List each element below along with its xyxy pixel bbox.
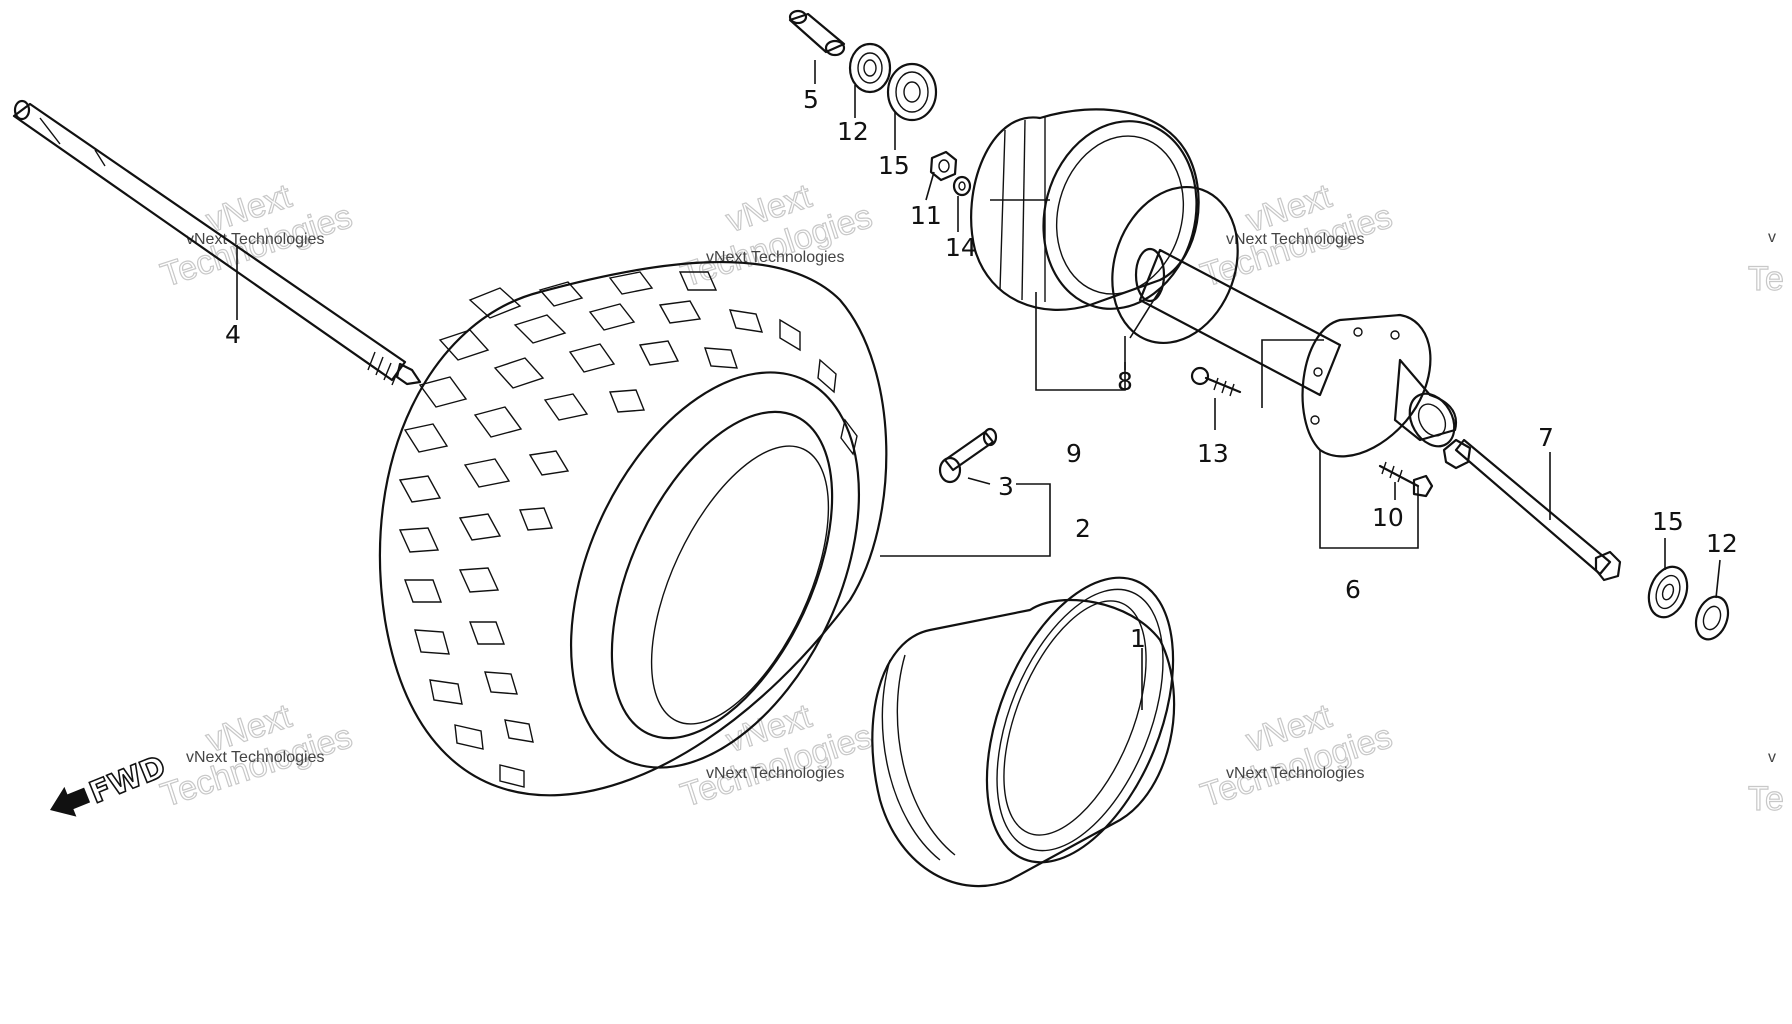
bearing-top [886, 62, 938, 122]
snap-ring-part [1111, 185, 1239, 345]
drum-bolt-part [1190, 366, 1242, 397]
axle-bolt-part [1442, 438, 1622, 582]
callout-8: 8 [1117, 367, 1133, 396]
callout-12-top: 12 [837, 117, 869, 146]
bearing-right [1647, 565, 1689, 619]
callout-7: 7 [1538, 423, 1554, 452]
watermark-caption: vNext Technologies [1226, 765, 1364, 782]
callout-10: 10 [1372, 503, 1404, 532]
fwd-arrow: FWD [50, 748, 171, 817]
callout-2: 2 [1075, 514, 1091, 543]
arrow-left-icon [50, 786, 91, 817]
axle-part [12, 99, 422, 386]
collar-part [788, 9, 846, 57]
callout-12-right: 12 [1706, 529, 1738, 558]
callout-13: 13 [1197, 439, 1229, 468]
tread-pattern [398, 271, 858, 788]
valve-stem [938, 427, 998, 484]
watermark-caption: vNext Technologies [706, 249, 844, 266]
watermark-caption: vNext Technologies [1226, 231, 1364, 248]
hub-bolt-part [1378, 461, 1434, 498]
callout-11: 11 [910, 201, 942, 230]
watermark-edge: v [1768, 229, 1776, 246]
callout-9: 9 [1066, 439, 1082, 468]
watermark-caption: vNext Technologies [186, 749, 324, 766]
callout-6: 6 [1345, 575, 1361, 604]
dust-seal-top [848, 42, 892, 94]
callout-1: 1 [1130, 624, 1146, 653]
watermark-caption: vNext Technologies [706, 765, 844, 782]
callout-5: 5 [803, 85, 819, 114]
watermark-edge: Te [1748, 260, 1784, 298]
watermark-edge: v [1768, 749, 1776, 766]
callout-labels: 1 2 3 4 5 6 7 8 9 10 11 12 12 13 14 15 1… [225, 85, 1738, 653]
callout-15-top: 15 [878, 151, 910, 180]
leader-lines [236, 60, 1721, 710]
dust-seal-right [1694, 595, 1730, 641]
rim-part [871, 576, 1176, 888]
washer-part [952, 175, 972, 197]
brake-drum-part [970, 108, 1200, 311]
callout-3: 3 [998, 472, 1014, 501]
nut-part [929, 150, 958, 182]
callout-15-right: 15 [1652, 507, 1684, 536]
callout-14: 14 [945, 233, 977, 262]
callout-4: 4 [225, 320, 241, 349]
fwd-label: FWD [85, 749, 171, 811]
hub-part [1134, 247, 1458, 458]
watermark-edge: Te [1748, 780, 1784, 818]
tire-part [378, 260, 998, 797]
watermark-caption: vNext Technologies [186, 231, 324, 248]
